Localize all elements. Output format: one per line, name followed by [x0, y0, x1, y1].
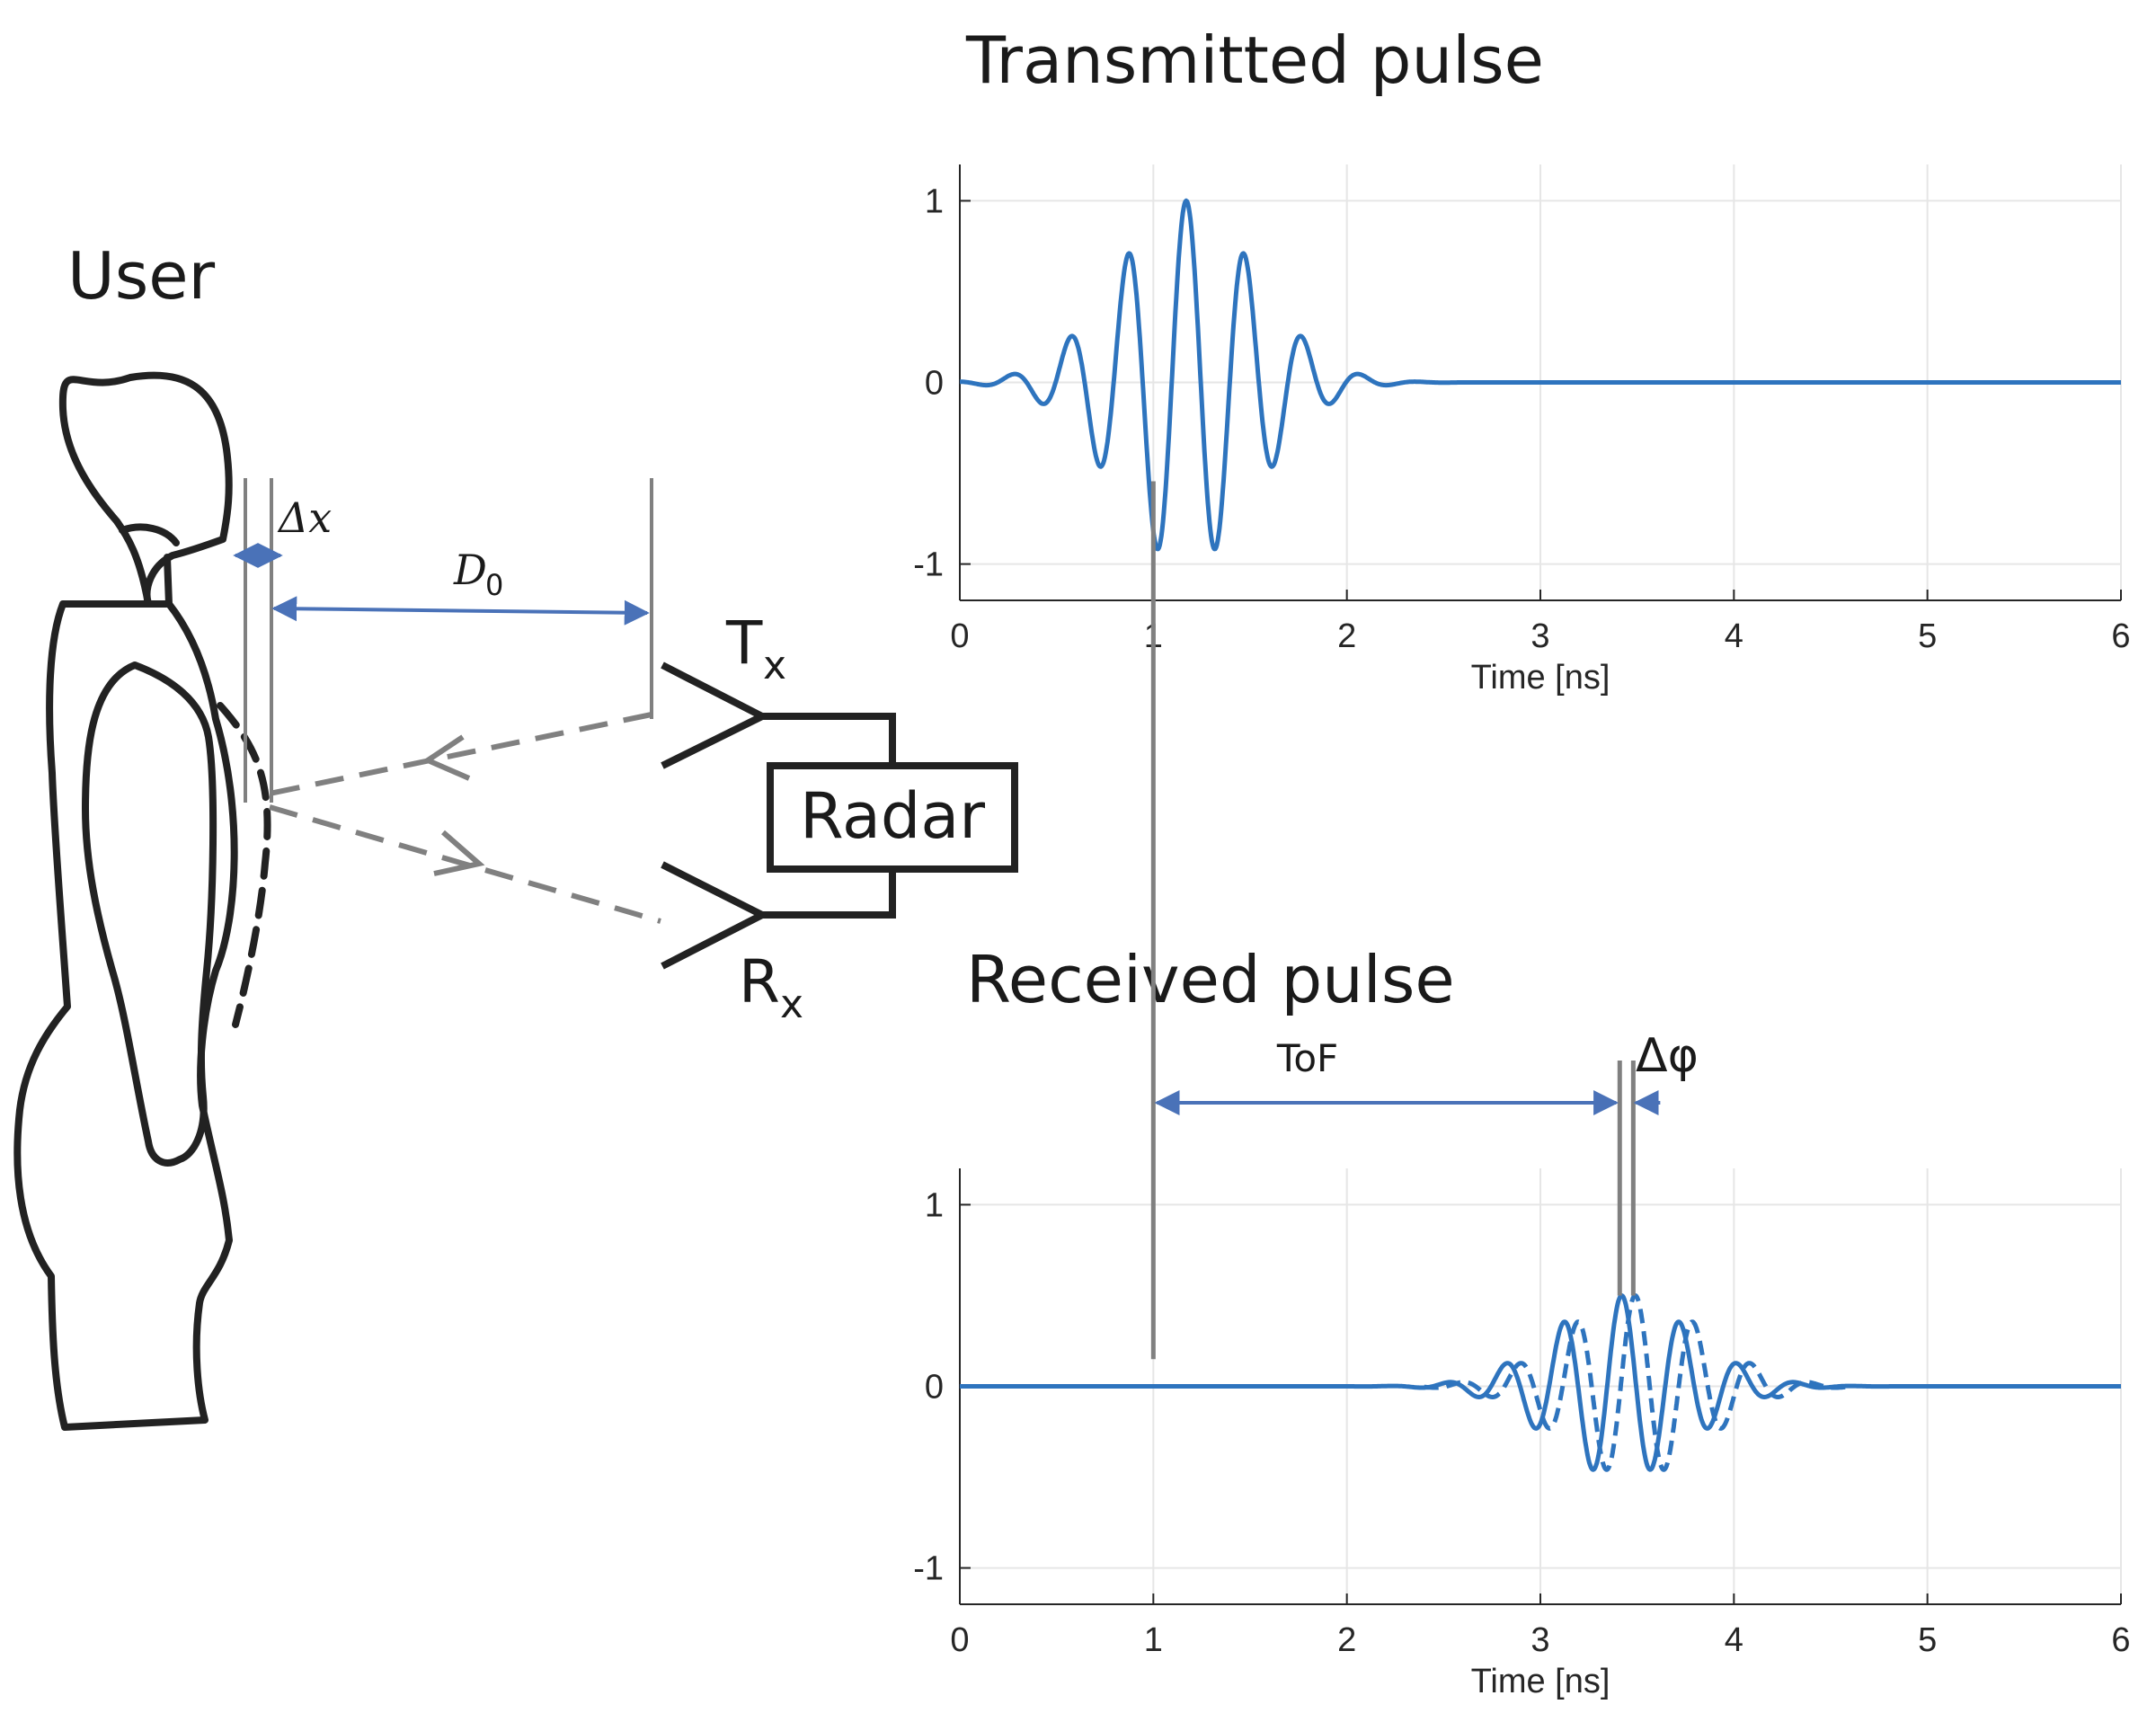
incident-wave-path [269, 712, 652, 796]
tof-markers [1150, 481, 1661, 1360]
series-line-dashed [1422, 1293, 1852, 1472]
d0-distance-arrow [271, 596, 650, 626]
radar-hardware [661, 661, 1018, 970]
x-tick-label: 6 [2111, 1621, 2130, 1659]
x-axis-label: Time [ns] [1471, 1663, 1610, 1700]
x-tick-label: 1 [1144, 1621, 1163, 1659]
user-chest-displacement-dashed [217, 702, 271, 1028]
y-tick-label: 0 [925, 1369, 944, 1407]
user-label: User [67, 238, 216, 314]
y-tick-label: 0 [925, 365, 944, 403]
x-tick-label: 4 [1725, 1621, 1743, 1659]
tof-label: ToF [1276, 1036, 1338, 1080]
delta-phi-label: Δφ [1636, 1029, 1699, 1083]
user-body-outline [13, 600, 238, 1431]
x-tick-label: 3 [1530, 617, 1549, 655]
x-tick-label: 5 [1918, 1621, 1937, 1659]
x-tick-label: 6 [2111, 617, 2130, 655]
tx-feed-line [762, 713, 896, 766]
tx-antenna [661, 661, 770, 769]
rx-subscript: x [780, 981, 803, 1027]
rx-label: R [739, 947, 780, 1016]
x-tick-label: 2 [1337, 1621, 1356, 1659]
x-tick-label: 5 [1918, 617, 1937, 655]
user-neck [164, 554, 173, 608]
x-axis-label: Time [ns] [1471, 659, 1610, 697]
y-tick-label: -1 [913, 546, 944, 584]
user-head-outline [58, 371, 233, 608]
reflection-paths [269, 712, 661, 924]
tx-subscript: x [763, 643, 786, 688]
user-jaw-line [119, 523, 180, 546]
radar-box [767, 762, 1018, 873]
y-tick-label: -1 [913, 1550, 944, 1588]
reflected-wave-arrowhead [433, 830, 485, 876]
radar-label: Radar [800, 779, 985, 853]
incident-wave-arrowhead [421, 734, 471, 781]
chart-title: Received pulse [966, 942, 1455, 1017]
series-line [958, 1293, 2123, 1472]
tx-label: T [725, 608, 763, 678]
delta-x-label: Δx [277, 493, 332, 542]
d0-subscript: 0 [485, 568, 503, 602]
user-arm-outline [82, 661, 217, 1167]
y-tick-label: 1 [925, 1186, 944, 1224]
chart-title: Transmitted pulse [965, 22, 1544, 98]
x-tick-label: 0 [950, 617, 969, 655]
d0-label: D [453, 546, 487, 594]
x-tick-label: 2 [1337, 617, 1356, 655]
x-tick-label: 0 [950, 1621, 969, 1659]
chest-reference-lines [244, 478, 653, 803]
rx-feed-line [762, 869, 896, 919]
x-tick-label: 3 [1530, 1621, 1549, 1659]
x-tick-label: 4 [1725, 617, 1743, 655]
user-figure [13, 371, 271, 1431]
y-tick-label: 1 [925, 182, 944, 220]
